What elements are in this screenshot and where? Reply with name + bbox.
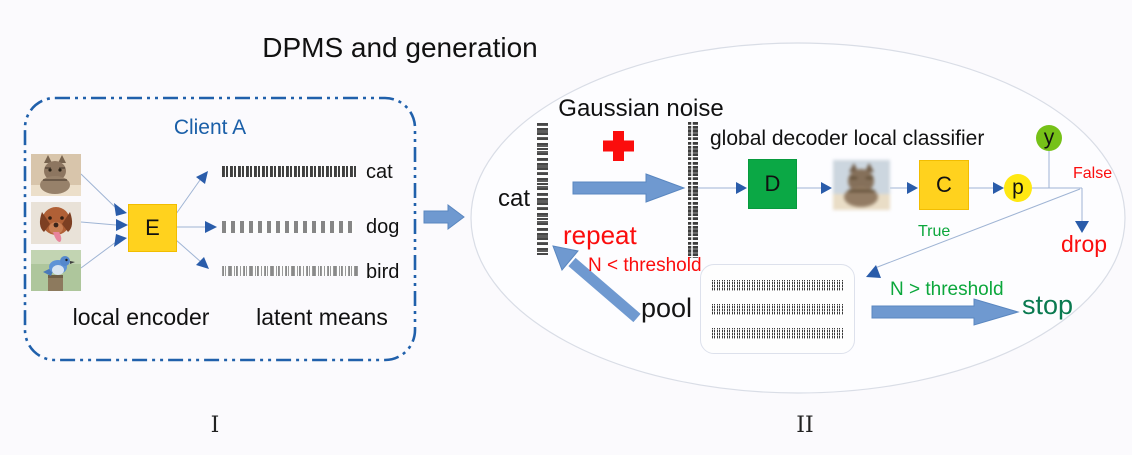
true-label: True (918, 223, 951, 240)
latent-barcode-cat (222, 166, 356, 177)
stage-one-numeral: I (210, 413, 220, 438)
pool-label: pool (641, 293, 693, 323)
local-encoder-caption: local encoder (72, 304, 210, 330)
cat-photo (31, 154, 81, 196)
encoder-box: E (128, 204, 177, 252)
client-wires (80, 173, 205, 269)
pool-box (700, 264, 855, 354)
plus-icon (603, 131, 634, 161)
bird-photo (31, 250, 81, 291)
dog-photo (31, 202, 81, 244)
stage-two-numeral: II (796, 413, 814, 438)
client-arrowheads (114, 171, 217, 269)
stop-label: stop (1022, 290, 1074, 320)
drop-label: drop (1061, 231, 1108, 257)
latent-barcode-dog (222, 221, 355, 233)
repeat-label: repeat (563, 220, 637, 250)
pool-latent-row (712, 328, 844, 339)
latent-barcode-bird (222, 266, 358, 276)
input-latent-barcode (537, 123, 548, 255)
gaussian-noise-label: Gaussian noise (558, 95, 724, 122)
repeat-arrow (552, 245, 641, 323)
pool-latent-row (712, 280, 844, 291)
local-classifier-box: C (919, 160, 969, 210)
latent-label-cat: cat (366, 161, 393, 183)
client-border (23, 96, 417, 362)
input-cat-label: cat (498, 185, 531, 212)
false-label: False (1073, 165, 1113, 182)
global-decoder-box: D (748, 159, 797, 209)
pool-latent-row (712, 304, 844, 315)
latent-label-bird: bird (366, 261, 400, 283)
pipeline-arrowheads (736, 182, 1089, 278)
figure-title: DPMS and generation (262, 32, 538, 63)
n-lt-threshold-label: N < threshold (588, 255, 702, 276)
p-probability-circle: p (1004, 174, 1032, 202)
noise-arrow (572, 173, 686, 203)
pipeline-wires (698, 151, 1083, 269)
latent-means-caption: latent means (256, 304, 388, 330)
decoder-classifier-header: global decoder local classifier (710, 127, 985, 150)
generated-cat-photo (833, 160, 890, 210)
stop-arrow (871, 298, 1020, 326)
n-gt-threshold-label: N > threshold (890, 279, 1004, 300)
noised-latent-barcode (688, 122, 698, 258)
client-label: Client A (173, 116, 247, 139)
stage-transfer-arrow (423, 204, 465, 230)
latent-label-dog: dog (366, 216, 400, 238)
y-output-circle: y (1036, 125, 1062, 151)
